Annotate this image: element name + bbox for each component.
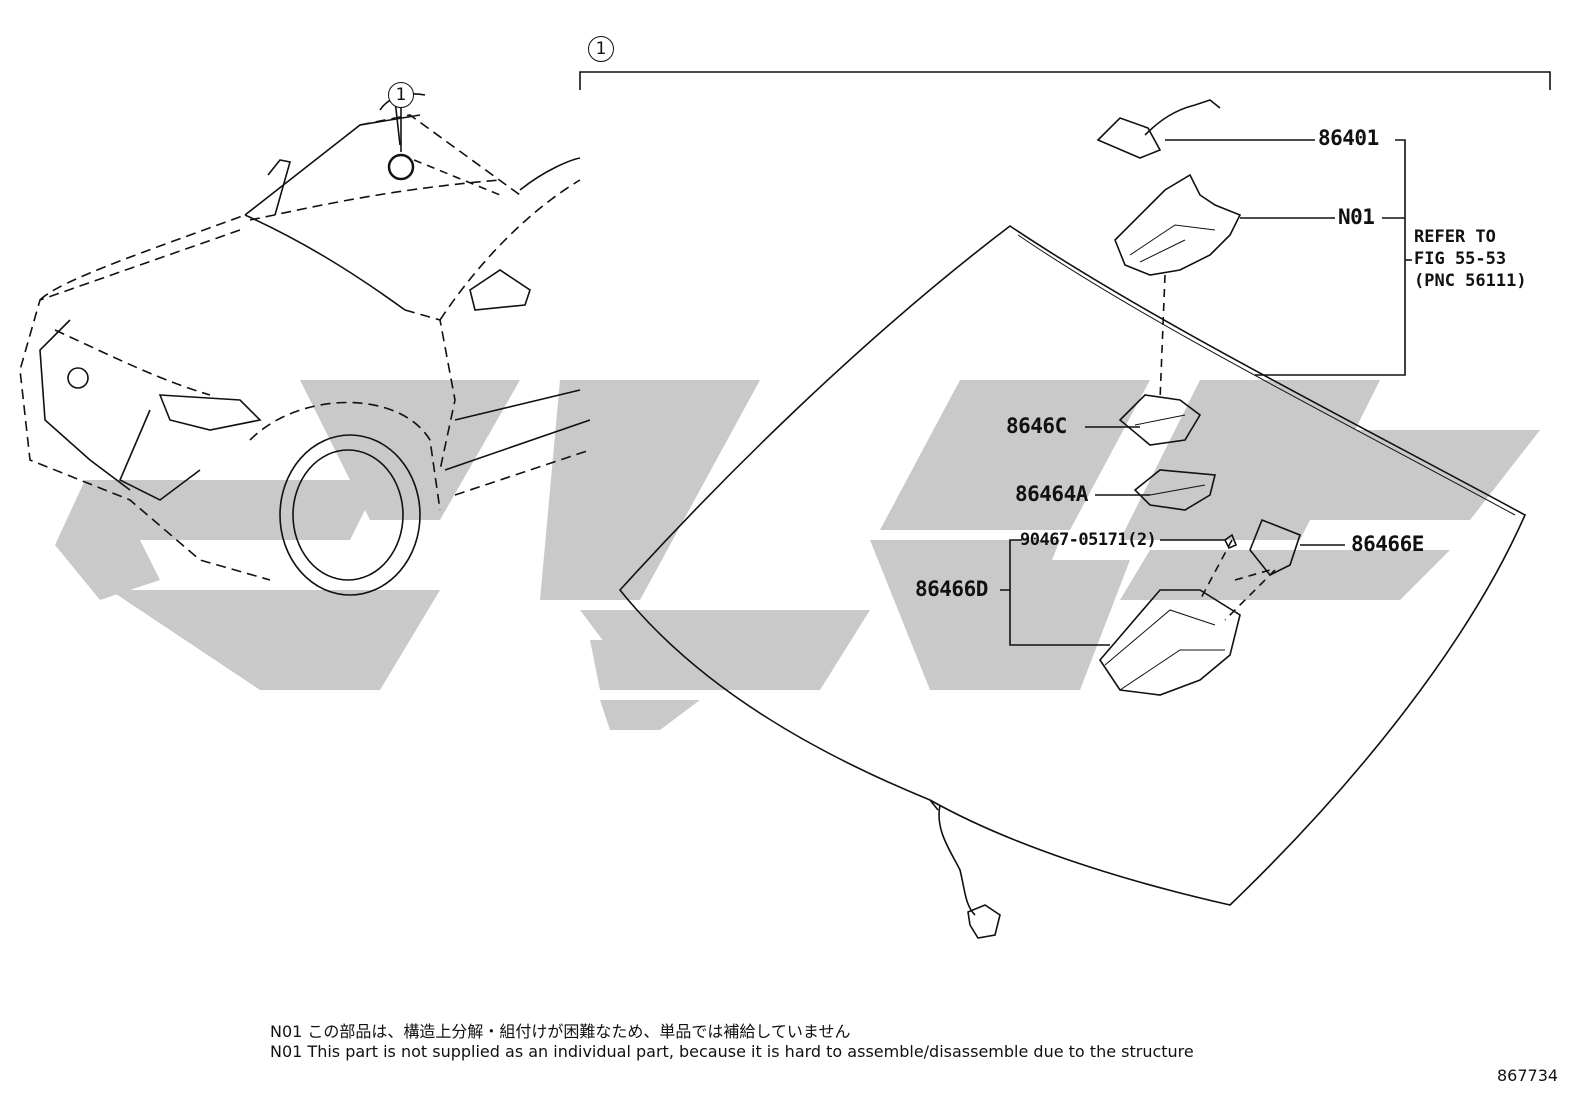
vehicle-callout: 1 — [388, 82, 414, 108]
part-label-86464a[interactable]: 86464A — [1015, 482, 1088, 506]
refer-line-2: FIG 55-53 — [1414, 249, 1507, 269]
part-86464a — [1133, 469, 1217, 511]
n01-bracket — [1114, 173, 1242, 276]
sensor-location-ring — [387, 153, 415, 181]
group-bracket — [579, 71, 1551, 90]
watermark-logo — [55, 380, 1540, 730]
part-8646c — [1118, 394, 1202, 446]
windshield-outline — [618, 225, 1527, 906]
illustration-number: 867734 — [1497, 1066, 1559, 1085]
leader-86466d-bottom — [1009, 590, 1110, 646]
vehicle-sketch — [19, 93, 591, 596]
refer-to-note[interactable]: REFER TO FIG 55-53 (PNC 56111) — [1414, 226, 1527, 292]
part-label-86401[interactable]: 86401 — [1318, 126, 1379, 150]
part-label-86466e[interactable]: 86466E — [1351, 532, 1424, 556]
refer-bracket — [1255, 139, 1406, 376]
part-label-n01[interactable]: N01 — [1338, 205, 1375, 229]
part-86466d — [1098, 589, 1241, 696]
footnote-english: N01 This part is not supplied as an indi… — [270, 1042, 1194, 1061]
part-label-86466d[interactable]: 86466D — [915, 577, 988, 601]
refer-line-1: REFER TO — [1414, 227, 1496, 247]
refer-line-3: (PNC 56111) — [1414, 271, 1527, 291]
wire — [938, 804, 976, 916]
group-callout: 1 — [588, 36, 614, 62]
connector — [967, 904, 1001, 939]
part-label-90467[interactable]: 90467-05171(2) — [1020, 530, 1157, 550]
line-art — [19, 71, 1551, 939]
sensor-86401 — [1096, 117, 1162, 159]
part-label-8646c[interactable]: 8646C — [1006, 414, 1067, 438]
leader-86466d-top — [1000, 539, 1022, 591]
vehicle-callout-number: 1 — [395, 85, 407, 105]
footnote-japanese: N01 この部品は、構造上分解・組付けが困難なため、単品では補給していません — [270, 1022, 851, 1041]
group-callout-number: 1 — [595, 39, 607, 59]
